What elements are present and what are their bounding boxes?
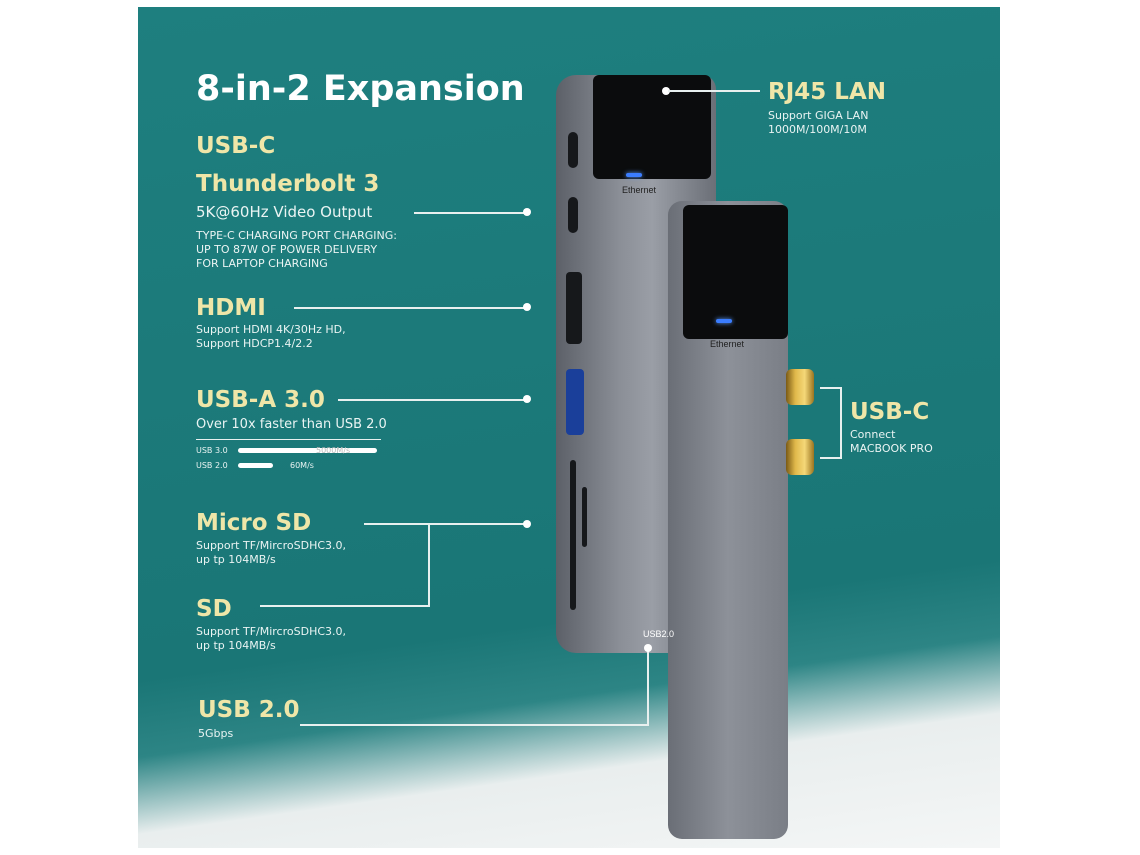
note-line: UP TO 87W OF POWER DELIVERY xyxy=(196,243,378,256)
desc-line: up tp 104MB/s xyxy=(196,639,276,652)
usb2-heading: USB 2.0 xyxy=(198,697,300,723)
desc-line: Support TF/MircroSDHC3.0, xyxy=(196,539,347,552)
ethernet-port-back xyxy=(593,75,711,179)
note-line: FOR LAPTOP CHARGING xyxy=(196,257,328,270)
microsd-slot xyxy=(582,487,587,547)
speed-value-usb2: 60M/s xyxy=(290,461,314,470)
usb2-connector xyxy=(647,649,649,726)
usba-dot xyxy=(523,395,531,403)
speed-bar-usb3 xyxy=(238,448,377,453)
usbc-heading: USB-C xyxy=(196,133,276,159)
desc-line: Support HDMI 4K/30Hz HD, xyxy=(196,323,346,336)
desc-line: Support HDCP1.4/2.2 xyxy=(196,337,313,350)
hdmi-port xyxy=(566,272,582,344)
hdmi-dot xyxy=(523,303,531,311)
page-title: 8-in-2 Expansion xyxy=(196,69,525,109)
usbc-connect-desc: Connect MACBOOK PRO xyxy=(850,428,933,456)
desc-line: Connect xyxy=(850,428,896,441)
usba-pointer xyxy=(338,399,526,401)
video-output-text: 5K@60Hz Video Output xyxy=(196,203,373,221)
sd-heading: SD xyxy=(196,596,232,622)
usba-heading: USB-A 3.0 xyxy=(196,387,325,413)
usbc-connect-heading: USB-C xyxy=(850,399,930,425)
usba-port xyxy=(566,369,584,435)
usbc-plug-2 xyxy=(786,439,814,475)
desc-line: 1000M/100M/10M xyxy=(768,123,867,136)
hdmi-pointer xyxy=(294,307,526,309)
microsd-dot xyxy=(523,520,531,528)
thunderbolt-pointer xyxy=(414,212,524,214)
hdmi-desc: Support HDMI 4K/30Hz HD, Support HDCP1.4… xyxy=(196,323,346,351)
note-line: TYPE-C CHARGING PORT CHARGING: xyxy=(196,229,398,242)
desc-line: MACBOOK PRO xyxy=(850,442,933,455)
ethernet-port-front xyxy=(683,205,788,339)
usb2-desc: 5Gbps xyxy=(198,727,234,740)
led-indicator-front xyxy=(716,319,732,323)
charging-note: TYPE-C CHARGING PORT CHARGING: UP TO 87W… xyxy=(196,229,397,271)
usb2-dot xyxy=(644,644,652,652)
usb2-pointer xyxy=(300,724,648,726)
speed-label-usb2: USB 2.0 xyxy=(196,461,228,470)
usba-desc: Over 10x faster than USB 2.0 xyxy=(196,417,387,432)
usbc-plug-1 xyxy=(786,369,814,405)
usb2-label-device: USB2.0 xyxy=(643,629,675,639)
rj45-desc: Support GIGA LAN 1000M/100M/10M xyxy=(768,109,868,137)
sd-pointer xyxy=(260,605,430,607)
usbc-connect-bracket xyxy=(840,387,842,459)
microsd-heading: Micro SD xyxy=(196,510,312,536)
rj45-pointer xyxy=(668,90,760,92)
usbc-port-1 xyxy=(568,132,578,168)
microsd-pointer xyxy=(364,523,526,525)
sd-connector xyxy=(428,523,430,606)
usbc-connect-pointer-bottom xyxy=(820,457,842,459)
speed-value-usb3: 5000M/s xyxy=(316,446,351,455)
ethernet-label-back: Ethernet xyxy=(622,185,657,195)
sd-slot xyxy=(570,460,576,610)
speed-label-usb3: USB 3.0 xyxy=(196,446,228,455)
ethernet-label-front: Ethernet xyxy=(710,339,745,349)
usbc-port-2 xyxy=(568,197,578,233)
speed-bar-usb2 xyxy=(238,463,273,468)
microsd-desc: Support TF/MircroSDHC3.0, up tp 104MB/s xyxy=(196,539,346,567)
hdmi-heading: HDMI xyxy=(196,295,266,321)
sd-desc: Support TF/MircroSDHC3.0, up tp 104MB/s xyxy=(196,625,346,653)
desc-line: Support GIGA LAN xyxy=(768,109,869,122)
thunderbolt-heading: Thunderbolt 3 xyxy=(196,171,380,197)
desc-line: up tp 104MB/s xyxy=(196,553,276,566)
thunderbolt-dot xyxy=(523,208,531,216)
product-infographic: Ethernet USB2.0 Ethernet 8-in-2 Expansio… xyxy=(138,7,1000,848)
led-indicator-back xyxy=(626,173,642,177)
rj45-dot xyxy=(662,87,670,95)
desc-line: Support TF/MircroSDHC3.0, xyxy=(196,625,347,638)
usba-divider xyxy=(196,439,381,440)
usbc-connect-pointer xyxy=(820,387,842,389)
rj45-heading: RJ45 LAN xyxy=(768,79,886,105)
